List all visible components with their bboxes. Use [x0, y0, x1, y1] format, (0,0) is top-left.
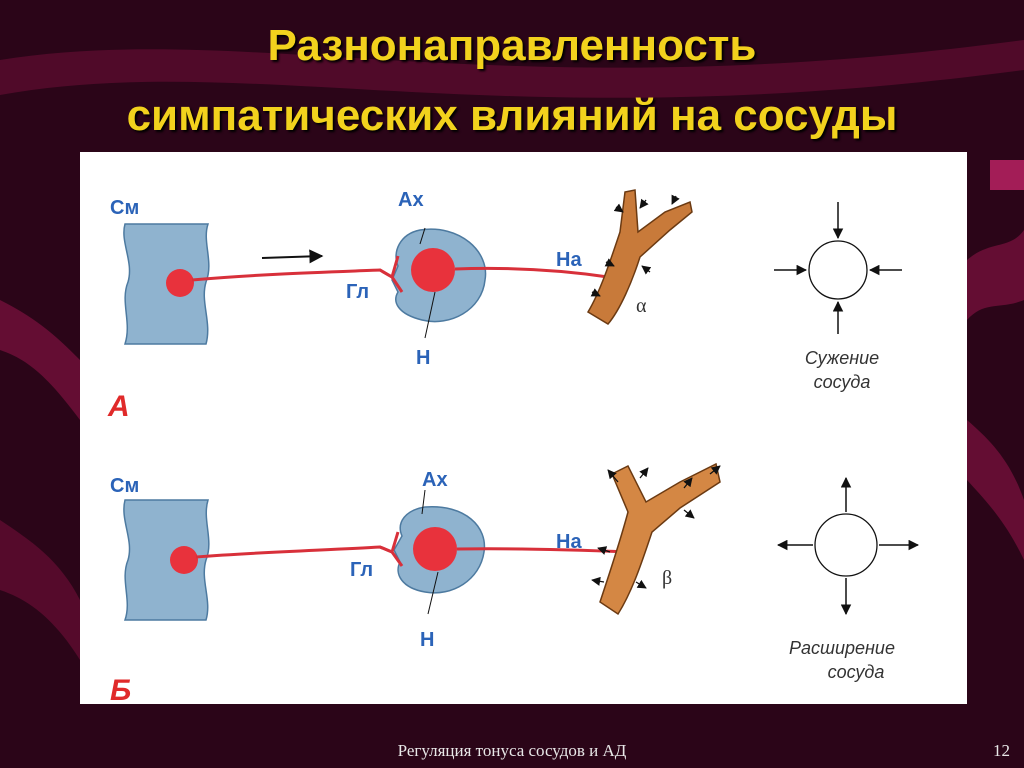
panel-b: См Ах Гл Н На: [110, 462, 920, 704]
ach-pointer-a: [419, 227, 426, 245]
panel-letter-a: А: [107, 390, 130, 423]
slide-title-line2: симпатических влияний на сосуды: [126, 91, 898, 140]
spinal-cord-label-a: См: [110, 197, 139, 219]
beta-receptor-label: β: [662, 567, 672, 589]
noradrenaline-label-a: На: [556, 249, 582, 271]
constriction-caption-line1: Сужение: [805, 348, 879, 368]
synapse-b: [379, 531, 404, 567]
preganglionic-neuron-a: [166, 269, 194, 297]
constriction-arrows-vessel-a: [590, 194, 680, 297]
preganglionic-fiber-a: [191, 268, 393, 282]
noradrenaline-label-b: На: [556, 531, 582, 553]
preganglionic-fiber-b: [195, 545, 393, 559]
preganglionic-neuron-b: [170, 546, 198, 574]
panel-a: См Ах Гл Н На α: [107, 189, 902, 423]
spinal-cord-segment-b: [123, 499, 210, 621]
direction-arrow-a: [261, 249, 324, 264]
postganglionic-fiber-b: [456, 547, 631, 554]
neuron-pointer-b: [427, 571, 439, 615]
ganglion-label-b: Гл: [350, 559, 373, 581]
ganglion-neuron-a: [411, 248, 455, 292]
constriction-caption-line2: сосуда: [814, 372, 871, 392]
ach-label-b: Ах: [422, 469, 448, 491]
ach-pointer-b: [421, 489, 426, 515]
blood-vessel-a: [586, 189, 693, 325]
alpha-receptor-label: α: [636, 295, 647, 317]
neuron-label-a: Н: [416, 347, 430, 369]
synapse-a: [379, 255, 404, 293]
neuron-pointer-a: [424, 291, 436, 339]
slide-page-number: 12: [993, 741, 1010, 760]
spinal-cord-label-b: См: [110, 475, 139, 497]
blood-vessel-b: [599, 462, 721, 616]
slide-footer: Регуляция тонуса сосудов и АД: [397, 741, 627, 760]
slide-title-line1: Разнонаправленность: [267, 21, 757, 70]
ganglion-label-a: Гл: [346, 281, 369, 303]
ach-label-a: Ах: [398, 189, 424, 211]
dilation-arrows-vessel-b: [591, 465, 721, 589]
dilation-caption-line2: сосуда: [828, 662, 885, 682]
diagram-panel: См Ах Гл Н На α: [80, 152, 967, 704]
dilation-caption-line1: Расширение: [789, 638, 895, 658]
ganglion-neuron-b: [413, 527, 457, 571]
panel-letter-b: Б: [110, 674, 131, 704]
dilation-symbol: [776, 476, 920, 616]
postganglionic-fiber-a: [454, 266, 609, 279]
sympathetic-diagram: См Ах Гл Н На α: [107, 189, 920, 704]
neuron-label-b: Н: [420, 629, 434, 651]
constriction-symbol: [774, 202, 902, 334]
